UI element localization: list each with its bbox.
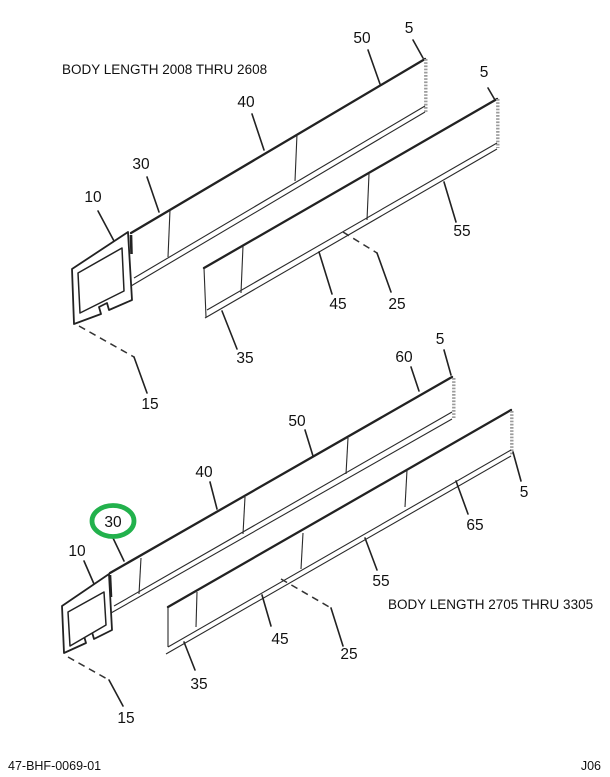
callout-45[interactable]: 45 <box>271 631 288 648</box>
upper-rail-left-end-edge <box>129 234 133 255</box>
leader-15-hidden <box>78 325 135 358</box>
callout-50[interactable]: 50 <box>353 30 371 47</box>
end-cap-window <box>77 247 125 314</box>
callout-30[interactable]: 30 <box>132 156 150 173</box>
callout-50[interactable]: 50 <box>288 413 306 430</box>
upper-rail-top-edge <box>108 375 454 575</box>
leader-40 <box>251 113 265 151</box>
callout-25[interactable]: 25 <box>340 646 357 663</box>
callout-10[interactable]: 10 <box>68 543 86 560</box>
rear-rail-top-edge <box>166 408 513 609</box>
leader-30 <box>112 537 125 562</box>
upper-rail-plank-seam <box>345 437 349 475</box>
rear-rail-plank-seam <box>240 245 244 294</box>
callout-30-highlighted[interactable]: 30 <box>104 514 122 531</box>
callout-65[interactable]: 65 <box>466 517 483 534</box>
upper-rail-bottom-lip <box>110 418 453 614</box>
leader-15 <box>133 356 148 394</box>
callout-55[interactable]: 55 <box>372 573 389 590</box>
highlight-circle <box>89 503 137 539</box>
diagram-top-caption: BODY LENGTH 2008 THRU 2608 <box>62 62 267 77</box>
callout-10[interactable]: 10 <box>84 189 102 206</box>
upper-rail-bottom-lip <box>130 111 426 287</box>
leader-40 <box>209 481 218 510</box>
leader-50 <box>367 49 381 85</box>
leader-35 <box>221 310 238 350</box>
leader-55 <box>443 181 457 223</box>
leader-60 <box>410 366 420 392</box>
leader-25-hidden <box>342 231 378 254</box>
rear-rail-bottom-lip <box>204 148 498 319</box>
leader-25 <box>330 607 344 647</box>
leader-45 <box>318 251 333 295</box>
callout-40[interactable]: 40 <box>237 94 255 111</box>
callout-35[interactable]: 35 <box>236 350 253 367</box>
callout-15[interactable]: 15 <box>117 710 134 727</box>
leader-30 <box>146 176 160 213</box>
upper-rail-bottom-edge <box>113 411 453 607</box>
leader-5-upper <box>412 39 424 59</box>
page-code: J06 <box>581 759 601 773</box>
upper-rail <box>108 375 456 614</box>
upper-rail-top-edge <box>129 57 427 235</box>
rear-rail-plank-seam <box>195 591 198 628</box>
callout-35[interactable]: 35 <box>190 676 207 693</box>
leader-50 <box>304 429 314 457</box>
callout-60[interactable]: 60 <box>395 349 413 366</box>
diagram-bottom: BODY LENGTH 2705 THRU 3305 <box>61 331 593 727</box>
leader-25 <box>376 252 392 293</box>
leader-5-rear <box>512 451 522 482</box>
upper-rail-plank-seam <box>167 209 171 258</box>
drawing-number: 47-BHF-0069-01 <box>8 759 101 773</box>
leader-10 <box>97 210 115 242</box>
rear-rail-plank-seam <box>300 532 304 570</box>
callout-40[interactable]: 40 <box>195 464 213 481</box>
upper-rail-bottom-edge <box>133 105 426 279</box>
upper-rail-plank-seam <box>294 133 298 182</box>
rear-rail-bottom-edge <box>206 142 498 311</box>
upper-rail <box>129 57 428 287</box>
upper-rail-plank-seam <box>138 557 142 595</box>
diagram-bottom-caption: BODY LENGTH 2705 THRU 3305 <box>388 597 593 612</box>
leader-15 <box>108 679 124 707</box>
rear-rail-bottom-lip <box>165 455 512 655</box>
leader-10 <box>83 560 95 585</box>
callout-55[interactable]: 55 <box>453 223 470 240</box>
callout-25[interactable]: 25 <box>388 296 405 313</box>
rear-rail-top-edge <box>202 97 499 270</box>
leader-55 <box>364 537 378 571</box>
upper-rail-plank-seam <box>242 496 246 535</box>
rear-rail-plank-seam <box>404 469 408 508</box>
leader-5-upper <box>443 349 452 376</box>
leader-35 <box>183 641 196 671</box>
leader-5-rear <box>487 87 496 101</box>
end-cap-window <box>67 591 107 647</box>
rear-rail-left-edge <box>203 267 207 318</box>
leader-15-hidden <box>67 656 110 681</box>
footer: 47-BHF-0069-01 J06 <box>8 759 601 773</box>
diagram-top: BODY LENGTH 2008 THRU 2608 <box>62 20 500 413</box>
end-cap <box>61 573 113 654</box>
callout-45[interactable]: 45 <box>329 296 346 313</box>
rear-rail-bottom-edge <box>167 449 512 648</box>
leader-65 <box>455 480 469 515</box>
leader-25-hidden <box>280 578 332 609</box>
rear-rail-plank-seam <box>366 173 370 221</box>
callout-5-upper[interactable]: 5 <box>405 20 414 37</box>
callout-5-rear[interactable]: 5 <box>520 484 529 501</box>
callout-5-rear[interactable]: 5 <box>480 64 489 81</box>
rear-rail <box>202 97 500 319</box>
leader-45 <box>261 594 272 627</box>
callout-15[interactable]: 15 <box>141 396 158 413</box>
rear-rail <box>165 408 514 655</box>
end-cap <box>71 231 133 325</box>
callout-5-upper[interactable]: 5 <box>436 331 445 348</box>
